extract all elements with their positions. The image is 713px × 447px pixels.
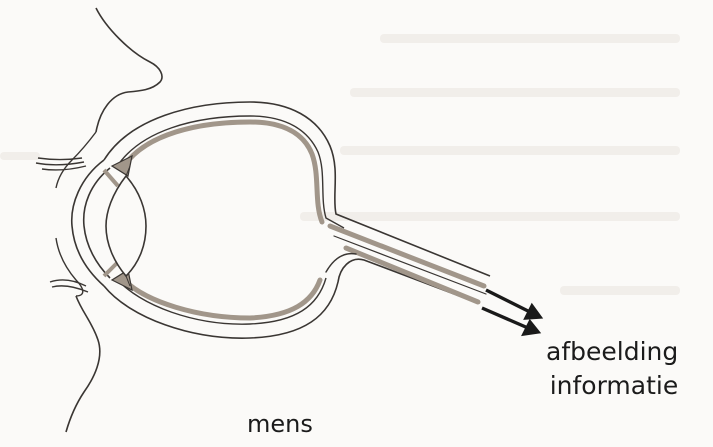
species-label: mens — [247, 410, 313, 438]
signal-arrows — [482, 290, 540, 334]
output-label-image: afbeelding — [546, 335, 678, 369]
face-cheek-outline — [66, 296, 100, 432]
lower-eyelid — [50, 238, 88, 296]
background-ghost-text — [0, 34, 680, 295]
face-brow-outline — [96, 8, 162, 132]
lens — [106, 176, 146, 276]
output-label-information: informatie — [546, 369, 678, 403]
cornea — [72, 160, 110, 286]
retina-tissue — [124, 122, 322, 318]
upper-eyelid — [36, 132, 96, 188]
output-labels: afbeelding informatie — [546, 335, 678, 403]
